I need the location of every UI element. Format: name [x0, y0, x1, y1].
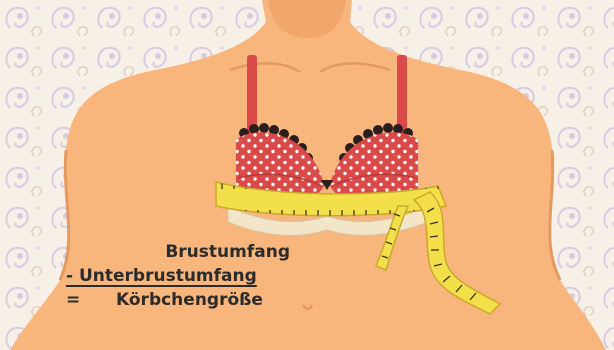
formula-line-bust: Brustumfang	[66, 240, 296, 264]
formula-equals-sign: =	[66, 288, 80, 312]
formula-result-text: Körbchengröße	[116, 288, 263, 312]
formula-underbust-text: - Unterbrustumfang	[66, 266, 257, 286]
formula-line-result: = Körbchengröße	[66, 288, 296, 312]
formula-line-underbust: - Unterbrustumfang	[66, 264, 296, 288]
cup-size-formula: Brustumfang - Unterbrustumfang = Körbche…	[66, 240, 296, 312]
